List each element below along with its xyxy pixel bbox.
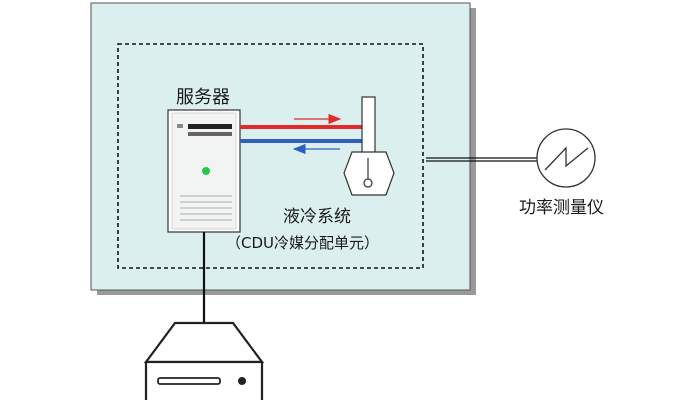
power-meter-label: 功率测量仪	[519, 198, 604, 218]
system-boundary	[117, 43, 424, 269]
power-meter-icon	[536, 128, 596, 188]
server-label: 服务器	[176, 87, 230, 108]
cdu-label: （CDU冷媒分配单元）	[226, 234, 379, 252]
liquid-cooling-label: 液冷系统	[283, 207, 351, 227]
cdu-icon	[343, 96, 395, 196]
test-enclosure	[90, 2, 476, 295]
storage-device-icon	[143, 321, 265, 400]
server-icon	[167, 109, 241, 233]
